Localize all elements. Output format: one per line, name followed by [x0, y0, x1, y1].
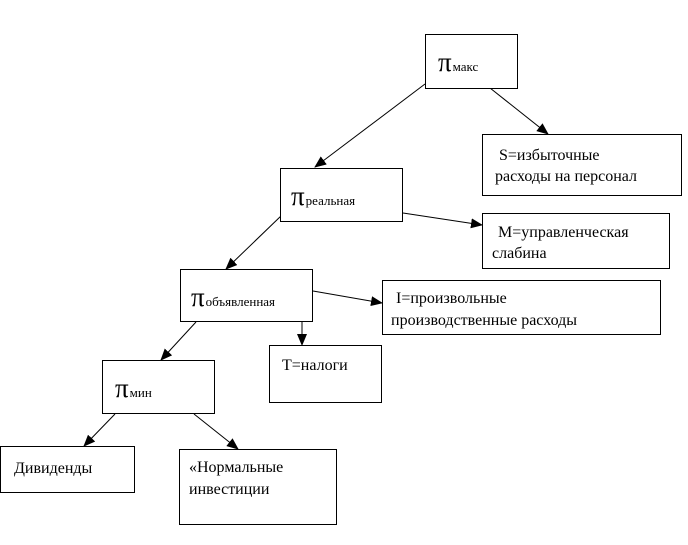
dividends-line-1: Дивиденды — [14, 460, 93, 477]
i-line-2: производственные расходы — [391, 312, 578, 329]
pi-subscript: реальная — [305, 193, 356, 208]
pi-subscript: макс — [452, 59, 479, 74]
node-t-taxes: T=налоги — [269, 345, 382, 403]
node-i-discretionary-production-costs: I=произвольные производственные расходы — [382, 280, 661, 335]
s-line-2: расходы на персонал — [495, 168, 638, 185]
arrow-max-to-s — [489, 87, 549, 135]
pi-min-label: πмин — [115, 375, 152, 402]
investments-line-1: «Нормальные — [189, 459, 284, 476]
m-line-1: M=управленческая — [498, 224, 629, 241]
node-s-excess-staff-costs: S=избыточные расходы на персонал — [482, 134, 682, 196]
arrow-real-to-declared — [225, 214, 283, 270]
node-m-managerial-slack: M=управленческая слабина — [482, 213, 670, 269]
pi-real-label: πреальная — [291, 183, 355, 210]
i-line-1: I=произвольные — [396, 290, 507, 307]
pi-symbol: π — [438, 47, 452, 77]
arrow-min-to-investments — [193, 413, 239, 450]
node-pi-min: πмин — [102, 360, 215, 414]
node-pi-max: πмакс — [425, 34, 518, 89]
pi-subscript: объявленная — [205, 294, 276, 309]
pi-declared-label: πобъявленная — [191, 284, 275, 311]
arrow-real-to-m — [402, 212, 483, 229]
m-line-2: слабина — [492, 245, 547, 262]
node-pi-declared: πобъявленная — [180, 269, 313, 322]
pi-subscript: мин — [129, 385, 152, 400]
pi-symbol: π — [115, 373, 129, 403]
arrow-max-to-real — [314, 83, 426, 168]
s-line-1: S=избыточные — [499, 147, 600, 164]
arrow-declared-to-min — [160, 321, 197, 361]
arrow-declared-to-i — [312, 290, 383, 307]
t-line-1: T=налоги — [282, 357, 348, 374]
pi-symbol: π — [291, 181, 305, 211]
pi-max-label: πмакс — [438, 49, 478, 76]
investments-line-2: инвестиции — [189, 481, 270, 498]
node-normal-investments: «Нормальные инвестиции — [179, 449, 337, 525]
arrow-min-to-dividends — [83, 413, 116, 447]
node-pi-real: πреальная — [280, 168, 403, 222]
pi-symbol: π — [191, 282, 205, 312]
node-dividends: Дивиденды — [0, 446, 135, 493]
